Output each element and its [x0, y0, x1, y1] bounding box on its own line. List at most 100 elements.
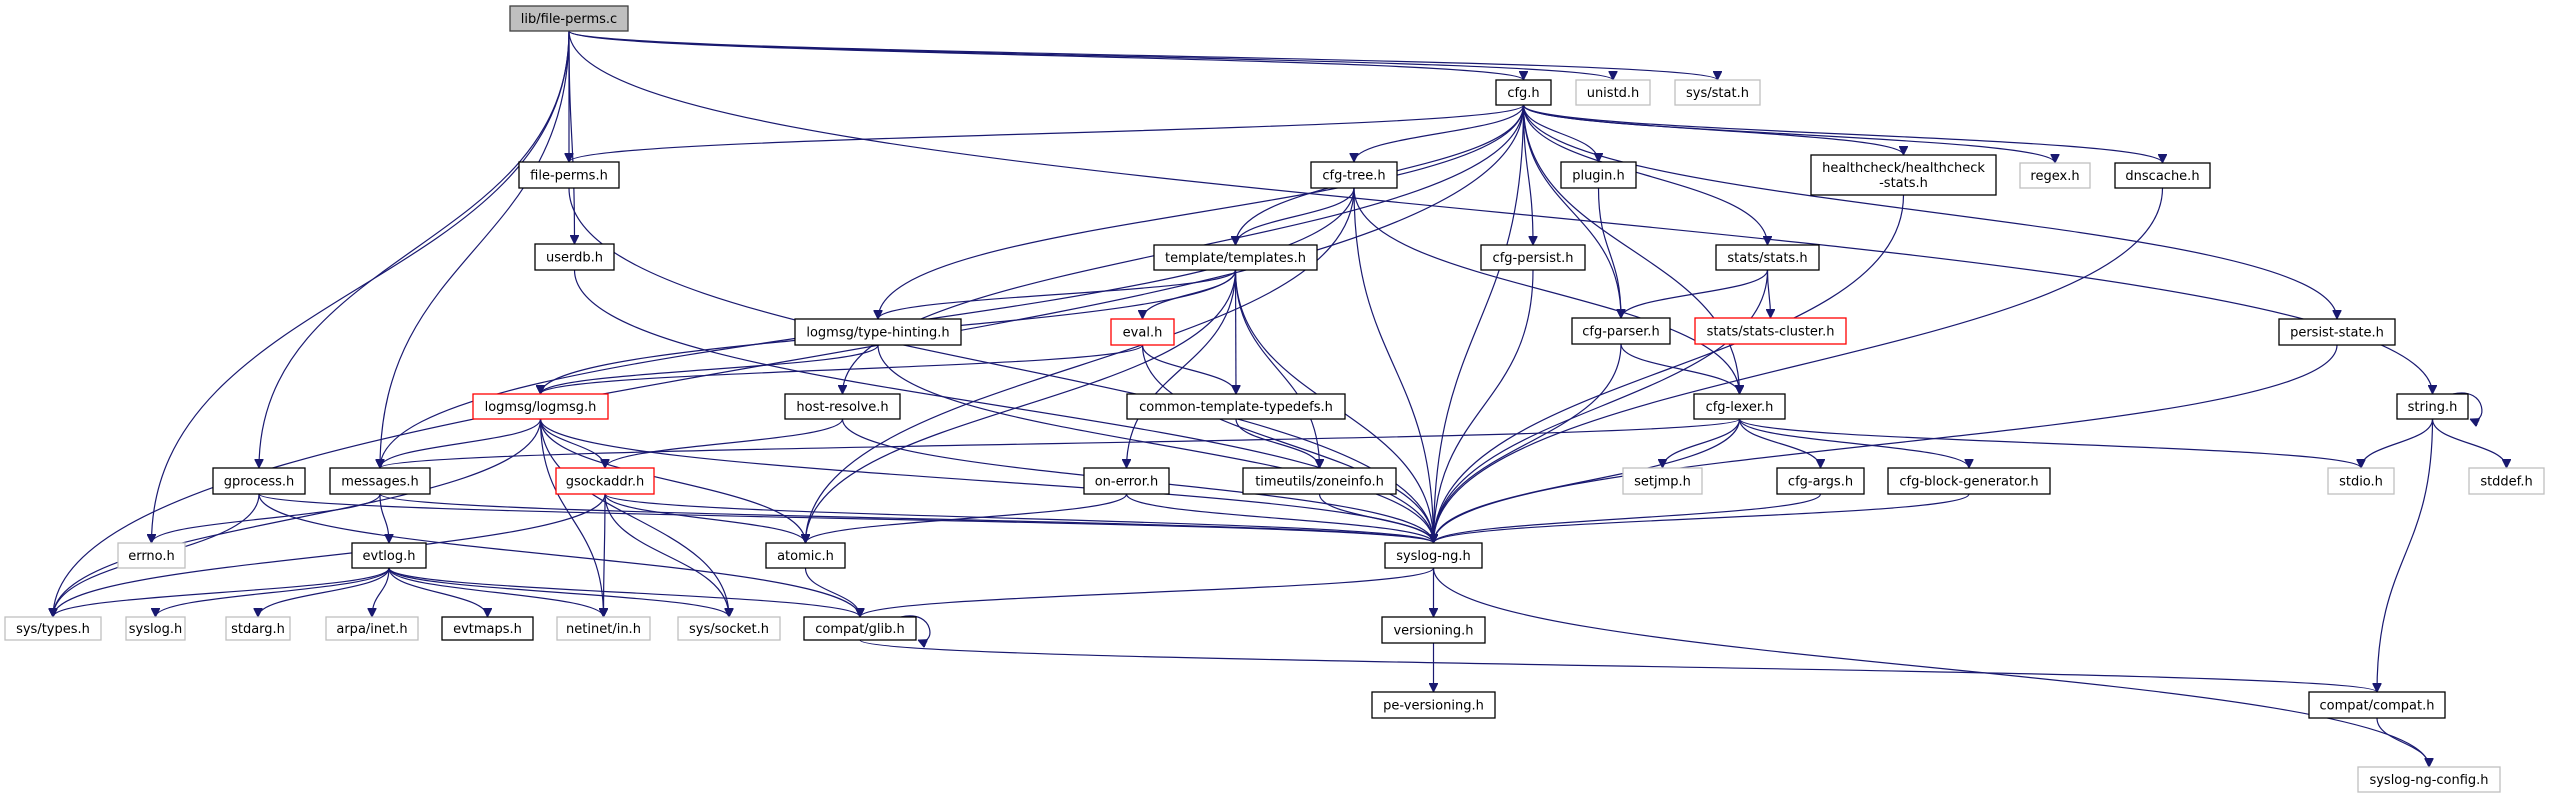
edge-cfg-h-to-type-hinting-h — [878, 104, 1525, 319]
edge-templates-h-to-zoneinfo-h — [1234, 269, 1320, 468]
edge-cfg-lexer-h-to-stdio-h — [1738, 418, 2362, 469]
node-cfg-parser-h[interactable]: cfg-parser.h — [1571, 317, 1671, 345]
node-zoneinfo-h[interactable]: timeutils/zoneinfo.h — [1242, 467, 1397, 495]
edge-evtlog-h-to-syslog-h — [156, 567, 390, 618]
edge-cfg-h-to-sys-types-h — [53, 104, 1525, 617]
node-label: -stats.h — [1879, 176, 1928, 191]
node-box — [1715, 244, 1820, 271]
node-errno-h[interactable]: errno.h — [117, 542, 186, 569]
node-netinet-in-h[interactable]: netinet/in.h — [556, 616, 651, 641]
edge-evtlog-h-to-sys-types-h — [53, 567, 390, 618]
node-label: atomic.h — [777, 549, 834, 564]
node-label: timeutils/zoneinfo.h — [1255, 475, 1384, 490]
node-plugin-h[interactable]: plugin.h — [1560, 161, 1637, 189]
node-syslog-ng-h[interactable]: syslog-ng.h — [1384, 542, 1483, 569]
node-regex-h[interactable]: regex.h — [2019, 162, 2091, 189]
node-syslog-h[interactable]: syslog.h — [125, 616, 186, 641]
node-label: messages.h — [341, 475, 419, 490]
node-box — [1371, 691, 1496, 719]
edge-cfg-h-to-dnscache-h — [1522, 104, 2163, 164]
node-file-perms-h[interactable]: file-perms.h — [518, 161, 620, 189]
edge-cfg-h-to-cfg-tree-h — [1354, 104, 1525, 163]
node-box — [4, 616, 102, 641]
node-evtmaps-h[interactable]: evtmaps.h — [441, 616, 534, 641]
node-stats-h[interactable]: stats/stats.h — [1715, 244, 1820, 271]
node-label: compat/glib.h — [815, 622, 905, 637]
edge-eval-h-to-logmsg-h — [541, 344, 1144, 395]
node-box — [1384, 542, 1483, 569]
node-atomic-h[interactable]: atomic.h — [765, 542, 846, 569]
edge-cfg-lexer-h-to-messages-h — [380, 418, 1741, 469]
edge-evtlog-h-to-arpa-inet-h — [372, 567, 390, 617]
edge-eval-h-to-ctt-h — [1141, 344, 1237, 395]
node-label: cfg-block-generator.h — [1899, 475, 2038, 490]
node-label: eval.h — [1123, 326, 1163, 341]
edge-healthcheck-h-to-syslog-ng-h — [1434, 194, 1905, 543]
edge-file-perms-c-to-unistd-h — [568, 30, 1613, 81]
node-compat-glib-h[interactable]: compat/glib.h — [803, 616, 917, 641]
node-setjmp-h[interactable]: setjmp.h — [1622, 467, 1703, 495]
edge-templates-h-to-ctt-h — [1236, 269, 1237, 394]
node-eval-h[interactable]: eval.h — [1110, 318, 1175, 346]
node-pe-versioning-h[interactable]: pe-versioning.h — [1371, 691, 1496, 719]
edge-cfg-tree-h-to-cfg-lexer-h — [1353, 187, 1740, 394]
edge-string-h-to-stddef-h — [2431, 418, 2507, 469]
edge-evtlog-h-to-compat-glib-h — [388, 567, 860, 618]
node-arpa-inet-h[interactable]: arpa/inet.h — [325, 616, 419, 641]
node-cfg-block-gen-h[interactable]: cfg-block-generator.h — [1887, 467, 2051, 495]
node-cfg-lexer-h[interactable]: cfg-lexer.h — [1693, 393, 1786, 420]
node-label: cfg-persist.h — [1493, 251, 1574, 266]
node-stdio-h[interactable]: stdio.h — [2327, 467, 2395, 495]
node-versioning-h[interactable]: versioning.h — [1381, 616, 1486, 644]
node-cfg-args-h[interactable]: cfg-args.h — [1776, 467, 1865, 495]
edge-cfg-h-to-regex-h — [1522, 104, 2056, 164]
node-cfg-persist-h[interactable]: cfg-persist.h — [1480, 244, 1586, 271]
node-label: syslog-ng.h — [1396, 549, 1471, 564]
node-logmsg-h[interactable]: logmsg/logmsg.h — [472, 393, 609, 420]
node-file-perms-c[interactable]: lib/file-perms.c — [509, 5, 629, 32]
node-string-h[interactable]: string.h — [2396, 393, 2469, 420]
edge-cfg-lexer-h-to-cfg-args-h — [1738, 418, 1821, 469]
node-label: string.h — [2408, 400, 2458, 415]
node-stddef-h[interactable]: stddef.h — [2468, 467, 2545, 495]
node-userdb-h[interactable]: userdb.h — [534, 243, 615, 271]
node-stdarg-h[interactable]: stdarg.h — [225, 616, 291, 641]
edge-messages-h-to-errno-h — [152, 493, 381, 544]
node-compat-compat-h[interactable]: compat/compat.h — [2308, 691, 2446, 719]
edge-ctt-h-to-zoneinfo-h — [1235, 418, 1320, 469]
node-messages-h[interactable]: messages.h — [329, 467, 431, 495]
node-box — [2468, 467, 2545, 495]
node-type-hinting-h[interactable]: logmsg/type-hinting.h — [794, 318, 962, 346]
edge-gsockaddr-h-to-atomic-h — [604, 493, 806, 544]
node-box — [1480, 244, 1586, 271]
edge-templates-h-to-type-hinting-h — [878, 269, 1237, 320]
node-cfg-h[interactable]: cfg.h — [1495, 79, 1552, 106]
node-sys-types-h[interactable]: sys/types.h — [4, 616, 102, 641]
node-label: sys/socket.h — [689, 622, 769, 637]
node-box — [1310, 161, 1398, 189]
node-on-error-h[interactable]: on-error.h — [1083, 467, 1170, 495]
node-syslog-ng-config-h[interactable]: syslog-ng-config.h — [2357, 766, 2501, 793]
node-label: cfg.h — [1507, 86, 1539, 101]
node-label: template/templates.h — [1165, 251, 1306, 266]
node-label: lib/file-perms.c — [521, 12, 617, 27]
node-box — [117, 542, 186, 569]
node-healthcheck-h[interactable]: healthcheck/healthcheck-stats.h — [1810, 154, 1997, 196]
node-gsockaddr-h[interactable]: gsockaddr.h — [555, 467, 655, 495]
node-unistd-h[interactable]: unistd.h — [1575, 79, 1651, 106]
node-host-resolve-h[interactable]: host-resolve.h — [784, 393, 901, 420]
edge-gsockaddr-h-to-sys-socket-h — [604, 493, 729, 617]
node-dnscache-h[interactable]: dnscache.h — [2114, 162, 2211, 189]
node-sys-socket-h[interactable]: sys/socket.h — [677, 616, 781, 641]
node-label: cfg-parser.h — [1582, 325, 1660, 340]
node-stats-cluster-h[interactable]: stats/stats-cluster.h — [1694, 317, 1847, 345]
node-cfg-tree-h[interactable]: cfg-tree.h — [1310, 161, 1398, 189]
node-sys-stat-h[interactable]: sys/stat.h — [1674, 79, 1761, 106]
edge-logmsg-h-to-atomic-h — [539, 418, 806, 543]
node-ctt-h[interactable]: common-template-typedefs.h — [1126, 393, 1346, 420]
node-persist-state-h[interactable]: persist-state.h — [2278, 318, 2396, 346]
node-gprocess-h[interactable]: gprocess.h — [212, 467, 306, 495]
node-evtlog-h[interactable]: evtlog.h — [351, 542, 427, 569]
node-templates-h[interactable]: template/templates.h — [1153, 244, 1318, 271]
